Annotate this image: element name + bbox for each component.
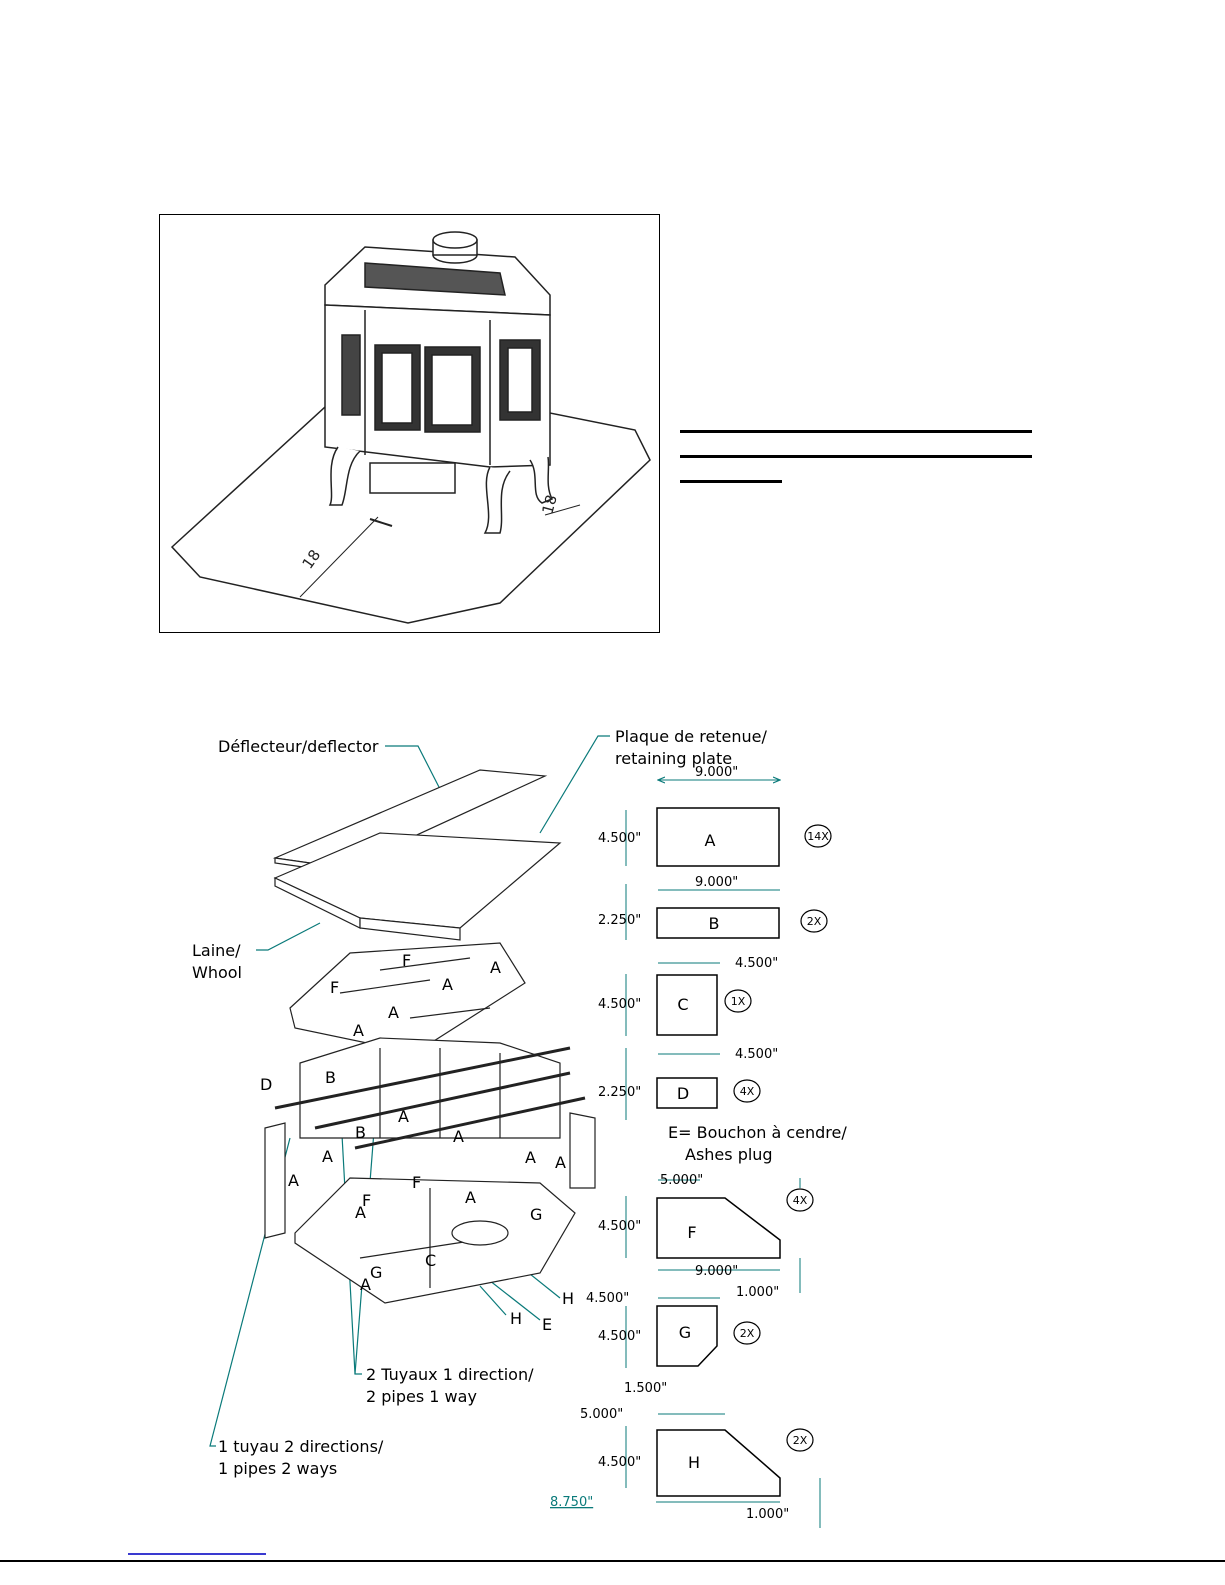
label-ash-plug-1: E= Bouchon à cendre/ — [668, 1123, 847, 1142]
brick-C-height: 4.500" — [598, 997, 641, 1012]
svg-text:A: A — [525, 1148, 536, 1167]
label-E: E — [542, 1315, 552, 1334]
brick-D-letter: D — [677, 1084, 689, 1103]
brick-A-height: 4.500" — [598, 831, 641, 846]
brick-F-top: 5.000" — [660, 1173, 703, 1188]
brick-G-width: 4.500" — [586, 1291, 629, 1306]
blank-line-1 — [680, 430, 1032, 433]
label-pipes-one-way-2: 2 pipes 1 way — [366, 1387, 477, 1406]
label-retaining-plate-1: Plaque de retenue/ — [615, 727, 768, 746]
brick-B-outline — [656, 907, 780, 939]
svg-text:A: A — [322, 1147, 333, 1166]
svg-text:A: A — [453, 1127, 464, 1146]
label-pipe-two-ways-1: 1 tuyau 2 directions/ — [218, 1437, 384, 1456]
brick-H-qty: 2X — [793, 1434, 808, 1447]
svg-text:A: A — [360, 1275, 371, 1294]
brick-C-letter: C — [677, 995, 688, 1014]
brick-D-height: 2.250" — [598, 1085, 641, 1100]
blank-line-2 — [680, 455, 1032, 458]
brick-H-height: 4.500" — [598, 1455, 641, 1470]
label-H-right: H — [562, 1289, 574, 1308]
brick-D-outline — [656, 1077, 718, 1109]
svg-text:A: A — [398, 1107, 409, 1126]
brick-B-letter: B — [709, 914, 720, 933]
brick-F-height: 4.500" — [598, 1219, 641, 1234]
brick-B-height: 2.250" — [598, 913, 641, 928]
brick-H-width: 8.750" — [550, 1495, 593, 1510]
svg-text:A: A — [288, 1171, 299, 1190]
footer-link-underline — [128, 1553, 266, 1555]
brick-A-qty: 14X — [807, 830, 829, 843]
brick-F-outline — [656, 1197, 781, 1259]
brick-G-qty: 2X — [740, 1327, 755, 1340]
brick-G-offset: 1.500" — [624, 1381, 667, 1396]
svg-text:F: F — [402, 951, 411, 970]
brick-B-qty: 2X — [807, 915, 822, 928]
brick-F-offset: 1.000" — [736, 1285, 779, 1300]
label-pipe-two-ways-2: 1 pipes 2 ways — [218, 1459, 337, 1478]
brick-C-qty: 1X — [731, 995, 746, 1008]
svg-text:F: F — [412, 1173, 421, 1192]
svg-text:A: A — [465, 1188, 476, 1207]
brick-F-qty: 4X — [793, 1194, 808, 1207]
svg-text:G: G — [530, 1205, 542, 1224]
svg-text:A: A — [555, 1153, 566, 1172]
brick-G-height: 4.500" — [598, 1329, 641, 1344]
brick-A-outline — [656, 807, 780, 867]
label-pipes-one-way-1: 2 Tuyaux 1 direction/ — [366, 1365, 534, 1384]
firebrick-exploded-diagram: Déflecteur/deflector Plaque de retenue/ … — [180, 718, 1040, 1568]
label-wool-1: Laine/ — [192, 941, 241, 960]
brick-D-width: 4.500" — [735, 1047, 778, 1062]
brick-A-width: 9.000" — [695, 765, 738, 780]
footer-rule — [0, 1560, 1225, 1562]
label-deflector: Déflecteur/deflector — [218, 737, 379, 756]
svg-text:A: A — [388, 1003, 399, 1022]
brick-F-width: 9.000" — [695, 1264, 738, 1279]
label-D: D — [260, 1075, 272, 1094]
brick-C-outline — [656, 974, 718, 1036]
brick-C-width: 4.500" — [735, 956, 778, 971]
svg-text:F: F — [362, 1191, 371, 1210]
label-ash-plug-2: Ashes plug — [685, 1145, 773, 1164]
brick-D-qty: 4X — [740, 1085, 755, 1098]
svg-text:G: G — [370, 1263, 382, 1282]
dimension-side-label: 18 — [538, 493, 560, 516]
label-wool-2: Whool — [192, 963, 242, 982]
svg-text:A: A — [442, 975, 453, 994]
stove-illustration: 18 18 — [159, 214, 660, 633]
brick-H-offset: 1.000" — [746, 1507, 789, 1522]
svg-text:B: B — [325, 1068, 336, 1087]
blank-line-3 — [680, 480, 782, 483]
brick-G-letter: G — [679, 1323, 691, 1342]
brick-G-outline — [656, 1305, 718, 1367]
svg-text:A: A — [490, 958, 501, 977]
brick-A-letter: A — [705, 831, 716, 850]
svg-text:F: F — [330, 978, 339, 997]
brick-B-width: 9.000" — [695, 875, 738, 890]
label-H-bottom: H — [510, 1309, 522, 1328]
svg-text:B: B — [355, 1123, 366, 1142]
brick-H-outline — [656, 1429, 781, 1497]
brick-F-letter: F — [687, 1223, 696, 1242]
svg-text:C: C — [425, 1251, 436, 1270]
brick-H-top: 5.000" — [580, 1407, 623, 1422]
label-retaining-plate-2: retaining plate — [615, 749, 732, 768]
svg-text:A: A — [353, 1021, 364, 1040]
svg-text:A: A — [355, 1203, 366, 1222]
brick-H-letter: H — [688, 1453, 700, 1472]
